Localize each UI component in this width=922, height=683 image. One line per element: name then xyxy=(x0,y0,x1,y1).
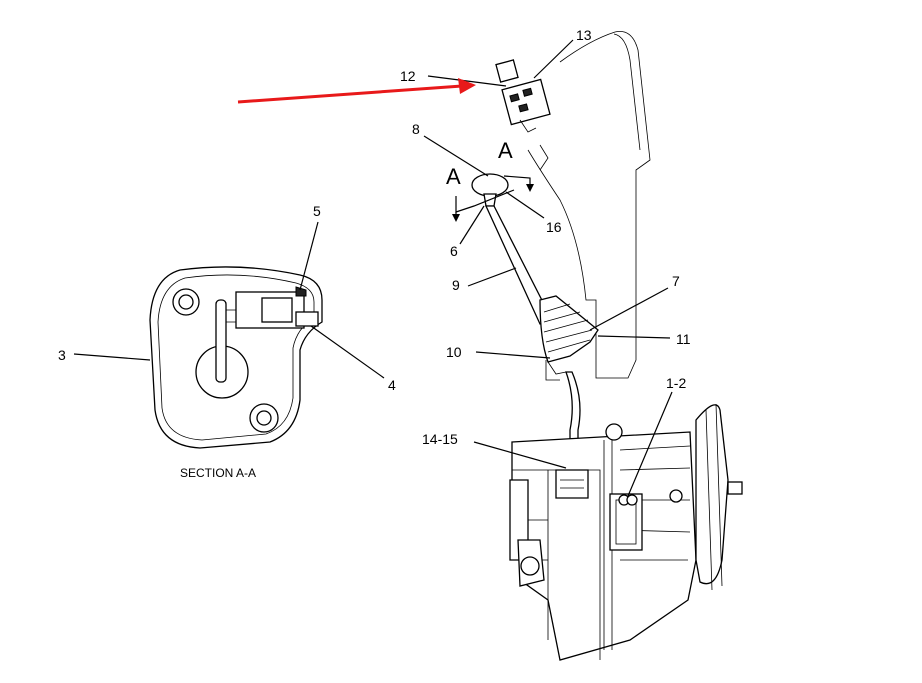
flywheel-housing xyxy=(695,404,729,585)
pillar-outline xyxy=(527,31,651,379)
pointer-arrow-shaft xyxy=(237,84,463,104)
callout-12: 12 xyxy=(400,68,416,84)
cover-plate xyxy=(609,493,643,551)
lever-knob xyxy=(471,173,509,197)
switch-tab xyxy=(519,119,537,133)
callout-11: 11 xyxy=(676,331,691,347)
callout-8: 8 xyxy=(412,121,420,137)
callout-4: 4 xyxy=(388,377,396,393)
switch-nut xyxy=(295,311,319,327)
shift-lever: A A 8 16 6 9 7 11 10 xyxy=(412,121,691,471)
section-a-a-detail: 5 4 3 SECTION A-A xyxy=(58,203,396,480)
leader-13 xyxy=(533,39,574,79)
callout-9: 9 xyxy=(452,277,460,293)
section-mark-left: A xyxy=(446,164,461,189)
side-boss xyxy=(520,556,540,576)
callout-1-2: 1-2 xyxy=(666,375,686,391)
section-line-left xyxy=(455,189,515,213)
case-ribs xyxy=(512,469,601,660)
callout-14-15: 14-15 xyxy=(422,431,458,447)
pointer-arrow xyxy=(237,78,476,104)
bolt-lower-right-hex xyxy=(256,410,272,426)
switch-tip xyxy=(295,286,307,297)
leader-14-15 xyxy=(473,441,567,469)
switch-pin-1 xyxy=(509,93,520,103)
switch-pin-3 xyxy=(518,103,529,113)
leader-11 xyxy=(597,335,671,339)
leader-8 xyxy=(423,135,489,177)
case-detail-lines xyxy=(619,445,691,561)
panel-foot xyxy=(545,360,560,381)
washer-1-2 xyxy=(626,494,638,506)
pointer-arrow-head xyxy=(458,78,476,94)
leader-7 xyxy=(589,287,669,331)
callout-3: 3 xyxy=(58,347,66,363)
callout-10: 10 xyxy=(446,344,462,360)
bolt-upper-left-hex xyxy=(178,294,194,310)
callout-5: 5 xyxy=(313,203,321,219)
callout-6: 6 xyxy=(450,243,458,259)
panel-notch xyxy=(539,144,549,171)
leader-6 xyxy=(459,205,485,245)
case-plug xyxy=(669,489,683,503)
section-mark-right: A xyxy=(498,138,513,163)
section-caption: SECTION A-A xyxy=(180,466,256,480)
leader-3 xyxy=(73,353,151,361)
leader-10 xyxy=(475,351,551,359)
cab-panel xyxy=(527,31,651,381)
leader-16 xyxy=(505,191,545,219)
switch-pin-2 xyxy=(522,87,533,97)
callout-16: 16 xyxy=(546,219,562,235)
lever-boot xyxy=(539,295,599,363)
boot-base xyxy=(547,361,567,375)
callout-13: 13 xyxy=(576,27,592,43)
section-housing-inner xyxy=(157,274,315,441)
leader-9 xyxy=(467,267,517,287)
pillar-edge xyxy=(613,33,641,151)
output-shaft xyxy=(727,481,743,495)
leader-5 xyxy=(299,221,319,291)
switch-connector xyxy=(495,59,519,83)
callout-7: 7 xyxy=(672,273,680,289)
boot-ribs xyxy=(543,303,593,353)
leader-1-2 xyxy=(627,391,673,497)
case-fitting xyxy=(605,423,623,441)
transmission: 14-15 1-2 xyxy=(422,375,743,661)
lever-slot xyxy=(215,299,227,383)
switch-plunger xyxy=(261,297,293,323)
section-arrowhead-right xyxy=(526,184,534,192)
flywheel-ribs xyxy=(705,403,723,591)
leader-12 xyxy=(427,75,507,87)
lever-mount xyxy=(555,469,589,499)
section-arrowhead-left xyxy=(452,214,460,222)
neutral-switch-assembly: 13 12 xyxy=(400,27,592,133)
lever-mount-detail xyxy=(560,479,584,489)
leader-4 xyxy=(310,325,385,379)
switch-link xyxy=(226,309,236,323)
switch-housing xyxy=(501,78,551,126)
